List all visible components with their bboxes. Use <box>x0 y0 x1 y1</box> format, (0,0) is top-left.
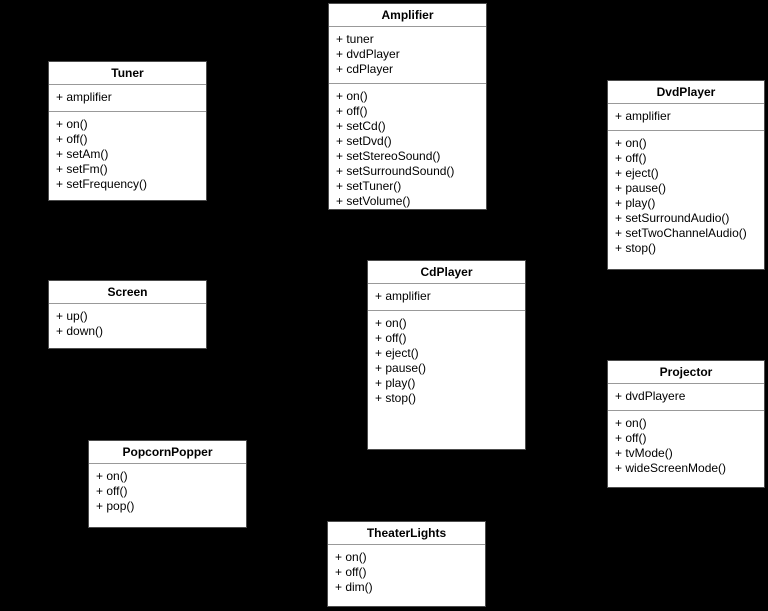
class-method: + wideScreenMode() <box>615 461 727 475</box>
class-method: + off() <box>615 151 647 165</box>
class-box-amplifier[interactable]: Amplifier+ tuner+ dvdPlayer+ cdPlayer+ o… <box>328 3 487 210</box>
class-attribute: + amplifier <box>615 109 671 123</box>
class-method: + pause() <box>615 181 667 195</box>
class-attributes-section: + dvdPlayere <box>608 384 764 411</box>
class-methods-section: + on()+ off()+ setAm()+ setFm()+ setFreq… <box>49 112 206 200</box>
class-method: + setVolume() <box>336 194 411 208</box>
class-method: + on() <box>615 136 647 150</box>
class-method: + eject() <box>375 346 419 360</box>
class-method: + on() <box>615 416 647 430</box>
class-method: + setCd() <box>336 119 386 133</box>
class-method: + setTwoChannelAudio() <box>615 226 747 240</box>
class-methods-section: + on()+ off()+ eject()+ pause()+ play()+… <box>608 131 764 269</box>
class-method: + off() <box>56 132 88 146</box>
class-attribute: + tuner <box>336 32 374 46</box>
class-title: DvdPlayer <box>608 81 764 104</box>
class-method: + tvMode() <box>615 446 673 460</box>
class-method: + pause() <box>375 361 427 375</box>
class-methods-section: + on()+ off()+ dim() <box>328 545 485 606</box>
class-title: Amplifier <box>329 4 486 27</box>
class-attribute: + dvdPlayer <box>336 47 400 61</box>
class-method: + setDvd() <box>336 134 392 148</box>
class-title: PopcornPopper <box>89 441 246 464</box>
class-method: + on() <box>336 89 368 103</box>
class-box-projector[interactable]: Projector + dvdPlayere + on()+ off()+ tvMo… <box>607 360 765 488</box>
class-method: + off() <box>336 104 368 118</box>
class-methods-section: + on()+ off()+ pop() <box>89 464 246 527</box>
class-method: + up() <box>56 309 88 323</box>
class-attributes-section: + amplifier <box>49 85 206 112</box>
class-attributes-section: + amplifier <box>368 284 525 311</box>
class-method: + setAm() <box>56 147 109 161</box>
class-method: + dim() <box>335 580 373 594</box>
class-method: + on() <box>96 469 128 483</box>
class-method: + off() <box>335 565 367 579</box>
class-method: + setFm() <box>56 162 108 176</box>
class-method: + on() <box>375 316 407 330</box>
class-method: + stop() <box>375 391 417 405</box>
class-method: + stop() <box>615 241 657 255</box>
class-method: + setSurroundAudio() <box>615 211 730 225</box>
class-title: CdPlayer <box>368 261 525 284</box>
class-box-cdplayer[interactable]: CdPlayer + amplifier + on()+ off()+ eject(… <box>367 260 526 450</box>
class-method: + play() <box>375 376 416 390</box>
class-methods-section: + up()+ down() <box>49 304 206 348</box>
class-method: + setFrequency() <box>56 177 148 191</box>
class-box-dvdplayer[interactable]: DvdPlayer + amplifier + on()+ off()+ eject… <box>607 80 765 270</box>
class-methods-section: + on()+ off()+ setCd()+ setDvd()+ setSte… <box>329 84 486 209</box>
class-method: + setSurroundSound() <box>336 164 455 178</box>
class-title: TheaterLights <box>328 522 485 545</box>
class-box-popcornpopper[interactable]: PopcornPopper+ on()+ off()+ pop() <box>88 440 247 528</box>
class-box-theaterlights[interactable]: TheaterLights+ on()+ off()+ dim() <box>327 521 486 607</box>
class-attribute: + cdPlayer <box>336 62 394 76</box>
class-attributes-section: + tuner+ dvdPlayer+ cdPlayer <box>329 27 486 84</box>
class-methods-section: + on()+ off()+ tvMode()+ wideScreenMode(… <box>608 411 764 487</box>
class-attributes-section: + amplifier <box>608 104 764 131</box>
class-attribute: + dvdPlayere <box>615 389 686 403</box>
class-method: + off() <box>375 331 407 345</box>
class-method: + pop() <box>96 499 135 513</box>
class-method: + off() <box>96 484 128 498</box>
class-method: + setStereoSound() <box>336 149 441 163</box>
class-method: + eject() <box>615 166 659 180</box>
class-title: Projector <box>608 361 764 384</box>
class-method: + on() <box>335 550 367 564</box>
class-method: + on() <box>56 117 88 131</box>
class-box-tuner[interactable]: Tuner+ amplifier+ on()+ off()+ setAm()+ … <box>48 61 207 201</box>
class-attribute: + amplifier <box>56 90 112 104</box>
class-title: Screen <box>49 281 206 304</box>
class-methods-section: + on()+ off()+ eject()+ pause()+ play()+… <box>368 311 525 449</box>
class-attribute: + amplifier <box>375 289 431 303</box>
class-method: + play() <box>615 196 656 210</box>
class-method: + down() <box>56 324 104 338</box>
class-method: + off() <box>615 431 647 445</box>
class-method: + setTuner() <box>336 179 402 193</box>
class-title: Tuner <box>49 62 206 85</box>
class-box-screen[interactable]: Screen+ up()+ down() <box>48 280 207 349</box>
